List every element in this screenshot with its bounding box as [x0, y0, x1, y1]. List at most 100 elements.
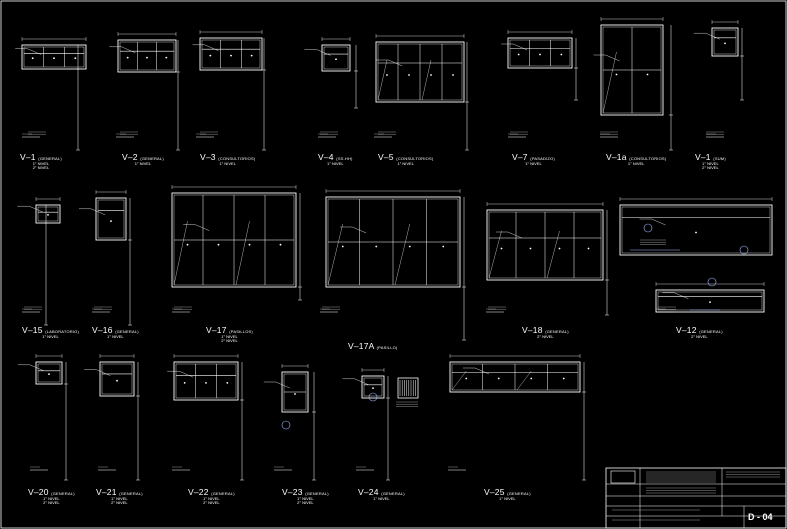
window-label-v1a: V–1a (CONSULTORIOS) 1° NIVEL: [606, 152, 667, 166]
v2-leader: [121, 46, 136, 53]
v17-panel-mark: [186, 243, 189, 246]
v20-panel-mark: [48, 373, 50, 375]
v17a-panel-mark: [341, 245, 344, 248]
v17-frame: [171, 192, 297, 288]
v5-panel-mark: [386, 74, 388, 76]
v24a-panel-mark: [372, 387, 374, 389]
v18-panel-mark: [500, 247, 503, 250]
v25-frame: [449, 361, 581, 393]
v24a-frame: [361, 375, 385, 399]
v3-leader: [204, 44, 219, 51]
v4-leader: [316, 49, 331, 56]
v17-panel-mark: [248, 243, 251, 246]
sheet-number: D - 04: [748, 512, 773, 522]
v18-panel-mark: [587, 247, 590, 250]
v22-panel-mark: [226, 382, 229, 384]
v21-panel-mark: [116, 379, 118, 382]
v17-leader: [195, 224, 210, 231]
v1a-panel-mark: [615, 73, 618, 76]
window-label-v17a: V–17A (PASILLO): [348, 341, 398, 351]
v1b-inner-frame: [713, 29, 737, 55]
v7-panel-mark: [539, 53, 541, 56]
v4-frame: [321, 44, 351, 72]
v1-panel-mark: [31, 57, 34, 60]
v7-panel-mark: [560, 53, 563, 56]
v17-panel-mark: [279, 243, 282, 246]
v17-swing-line: [235, 221, 250, 286]
v2-panel-mark: [146, 56, 148, 59]
v24-grille-detail: [397, 377, 419, 399]
v18-leader: [507, 231, 522, 239]
v22-inner-frame: [175, 363, 237, 399]
v16-frame: [95, 197, 127, 241]
v25-panel-mark: [530, 377, 533, 380]
v3-panel-mark: [250, 54, 253, 57]
v2-panel-mark: [126, 56, 129, 59]
detail-callout-circle: [281, 420, 291, 430]
v3-frame: [199, 37, 263, 71]
v25-leader: [474, 367, 490, 375]
v12-frame: [619, 204, 773, 256]
v2-inner-frame: [119, 41, 175, 71]
v24a-inner-frame: [363, 377, 383, 397]
v1-inner-frame: [23, 46, 85, 68]
v7-leader: [513, 43, 528, 51]
detail-callout-circle: [739, 245, 749, 255]
v20-inner-frame: [37, 363, 61, 383]
v17a-swing-line: [394, 223, 410, 286]
v3-inner-frame: [201, 39, 261, 69]
v7-inner-frame: [509, 39, 571, 67]
window-label-v25: V–25 (GENERAL) 1° NIVEL: [484, 487, 531, 501]
v5-panel-mark: [452, 74, 454, 76]
v3-panel-mark: [230, 54, 232, 57]
detail-callout-circle: [368, 392, 378, 402]
v15-leader: [29, 206, 44, 213]
v5-swing-line: [377, 59, 388, 101]
v25-panel-mark: [562, 377, 565, 380]
title-block: [605, 467, 787, 529]
v17a-leader: [352, 226, 367, 234]
v1a-frame: [600, 24, 664, 116]
window-label-v4: V–4 (SS.HH) 1° NIVEL: [318, 152, 353, 166]
v5-panel-mark: [430, 74, 432, 76]
v22-frame: [173, 361, 239, 401]
v17a-swing-line: [327, 223, 343, 286]
v1-leader: [27, 48, 42, 55]
v5-frame: [375, 41, 465, 103]
v15-panel-mark: [47, 214, 49, 216]
v18-frame: [486, 209, 604, 281]
v23-frame: [281, 371, 309, 413]
v1a-panel-mark: [646, 73, 649, 76]
v24a-leader: [354, 378, 369, 385]
window-label-v12: V–12 (GENERAL) 2° NIVEL: [676, 325, 723, 339]
v16-inner-frame: [97, 199, 125, 239]
window-label-v15: V–15 (LABORATORIO) 1° NIVEL: [22, 325, 80, 339]
v1b-panel-mark: [724, 42, 726, 45]
v15-inner-frame: [37, 206, 59, 222]
v20-frame: [35, 361, 63, 385]
v5-panel-mark: [408, 74, 410, 76]
v2-frame: [117, 39, 177, 73]
v7-panel-mark: [517, 53, 520, 56]
window-label-v24: V–24 (GENERAL) 1° NIVEL: [358, 487, 405, 501]
v12b-leader: [674, 292, 689, 299]
v1a-swing-line: [602, 51, 617, 114]
v1-frame: [21, 44, 87, 70]
v12-inner-frame: [621, 206, 771, 254]
v23-panel-mark: [294, 393, 296, 395]
v17a-panel-mark: [442, 245, 445, 248]
v1-panel-mark: [74, 57, 77, 60]
v12b-frame: [655, 289, 765, 313]
v1b-frame: [711, 27, 739, 57]
v25-swing-line: [451, 370, 467, 391]
v4-panel-mark: [335, 58, 337, 61]
v21-frame: [99, 361, 135, 397]
v4-inner-frame: [323, 46, 349, 70]
v23-leader: [275, 381, 290, 389]
